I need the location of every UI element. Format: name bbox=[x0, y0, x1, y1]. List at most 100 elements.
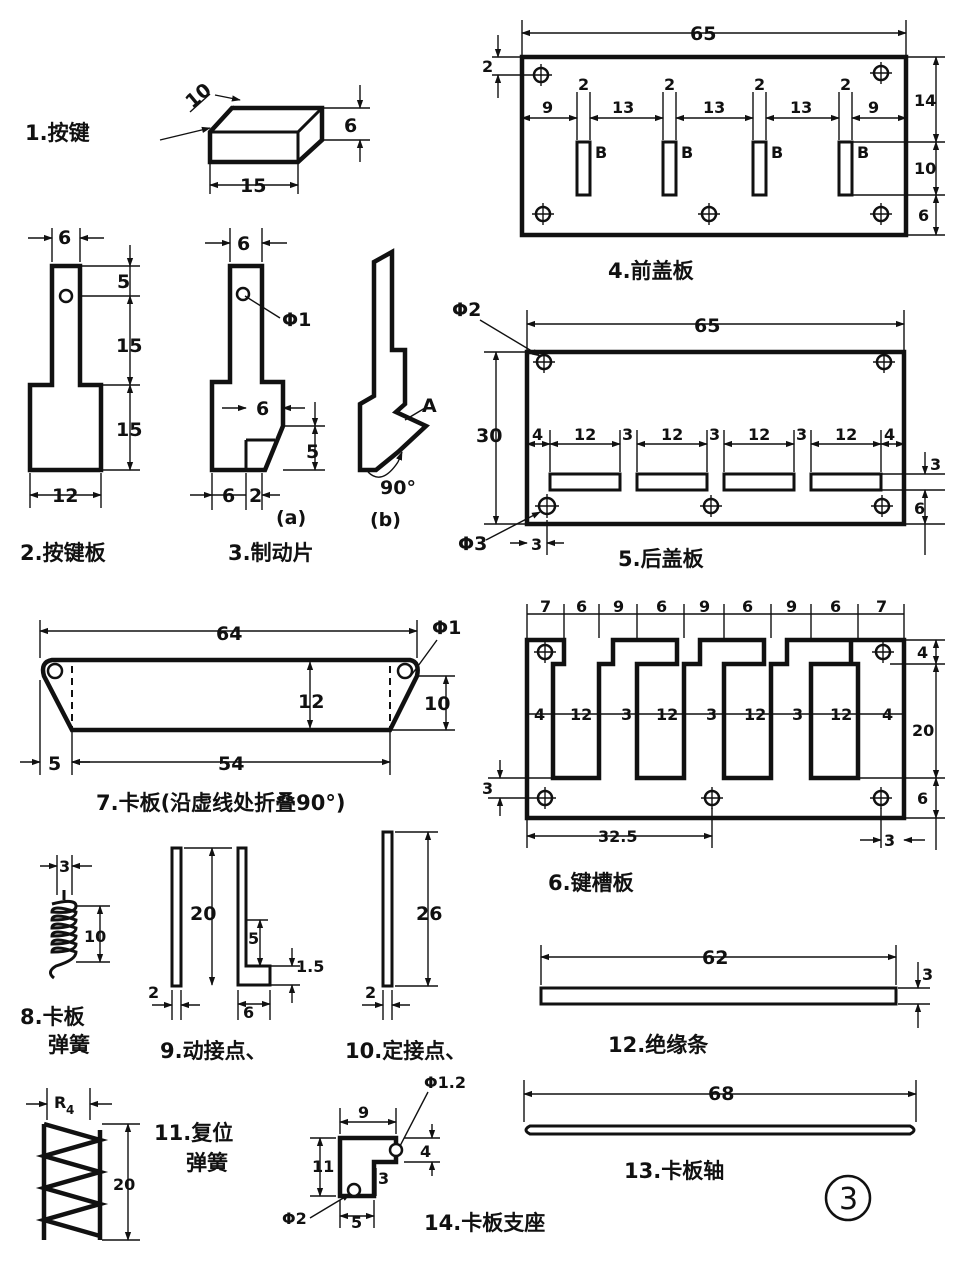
part11-caption-2: 弹簧 bbox=[186, 1151, 228, 1175]
part5-caption: 5.后盖板 bbox=[618, 547, 705, 571]
part6-top-dim-3: 9 bbox=[613, 597, 624, 616]
part-9-moving-contact: 20 5 1.5 2 6 9.动接点、 bbox=[148, 846, 324, 1063]
part7-dim-5: 5 bbox=[48, 753, 61, 775]
part4-dim-13b: 13 bbox=[703, 98, 725, 117]
part5-width-dim: 65 bbox=[694, 315, 720, 337]
part3-bottom-dim-6: 6 bbox=[222, 485, 235, 507]
part5-dim-3-right: 3 bbox=[930, 455, 941, 474]
part-5-back-cover: 65 Φ2 30 4 12 3 12 3 12 3 12 4 bbox=[452, 299, 945, 571]
part6-top-dim-1: 7 bbox=[540, 597, 551, 616]
part3-top-width-dim: 6 bbox=[237, 233, 250, 255]
part-3-brake-plate: 6 Φ1 6 5 6 2 (a) A 90° (b) 3.制动片 bbox=[190, 228, 437, 565]
part4-slot-width-2a: 2 bbox=[578, 75, 589, 94]
part5-dim-3b: 3 bbox=[709, 425, 720, 444]
part9-dim-6: 6 bbox=[243, 1003, 254, 1022]
part6-dim-4: 4 bbox=[917, 643, 928, 662]
part5-hole-dim-phi3: Φ3 bbox=[458, 533, 487, 555]
part-14-clamp-support: 9 Φ1.2 4 11 3 Φ2 5 14.卡板支座 bbox=[282, 1073, 545, 1235]
part7-hole-dim: Φ1 bbox=[432, 617, 461, 639]
part5-dim-3c: 3 bbox=[796, 425, 807, 444]
part3-dim-6: 6 bbox=[256, 398, 269, 420]
part-12-insulation-strip: 62 3 12.绝缘条 bbox=[539, 945, 933, 1057]
part4-slot-width-2d: 2 bbox=[840, 75, 851, 94]
part13-caption: 13.卡板轴 bbox=[624, 1159, 724, 1183]
part1-depth-dim: 10 bbox=[181, 79, 215, 113]
part1-height-dim: 6 bbox=[344, 115, 357, 137]
part11-dim-r: R bbox=[54, 1093, 66, 1112]
figure-number: 3 bbox=[839, 1182, 858, 1217]
part-8-clamp-spring: 3 10 8.卡板 弹簧 bbox=[20, 855, 110, 1057]
part-7-clamp-plate: 64 Φ1 12 10 5 54 7.卡板(沿虚线处折叠90°) bbox=[20, 617, 461, 815]
part3-label-b: (b) bbox=[370, 509, 401, 531]
part9-dim-2: 2 bbox=[148, 983, 159, 1002]
part14-caption: 14.卡板支座 bbox=[424, 1211, 545, 1235]
part12-caption: 12.绝缘条 bbox=[608, 1033, 709, 1057]
part8-caption-2: 弹簧 bbox=[48, 1033, 90, 1057]
part6-top-dim-7: 9 bbox=[786, 597, 797, 616]
part7-dim-12: 12 bbox=[298, 691, 324, 713]
part14-dim-5: 5 bbox=[351, 1213, 362, 1232]
part7-dim-10: 10 bbox=[424, 693, 450, 715]
part5-dim-4b: 4 bbox=[884, 425, 895, 444]
part-10-fixed-contact: 26 2 10.定接点、 bbox=[345, 830, 466, 1063]
part14-dim-4: 4 bbox=[420, 1142, 431, 1161]
part4-dim-2-left: 2 bbox=[482, 57, 493, 76]
part3-bottom-dim-2: 2 bbox=[249, 485, 262, 507]
part12-dim-3: 3 bbox=[922, 965, 933, 984]
part6-top-dim-5: 9 bbox=[699, 597, 710, 616]
part4-slot-b4: B bbox=[857, 143, 869, 162]
part14-dim-phi2: Φ2 bbox=[282, 1209, 307, 1228]
part14-dim-3: 3 bbox=[378, 1169, 389, 1188]
part6-mid-dim-2: 12 bbox=[570, 705, 592, 724]
part-2-key-plate: 6 5 15 15 12 2.按键板 bbox=[20, 227, 142, 565]
part-1-key: 10 6 15 1.按键 bbox=[25, 79, 370, 197]
part6-mid-dim-1: 4 bbox=[534, 705, 545, 724]
part6-caption: 6.键槽板 bbox=[548, 871, 635, 895]
part4-dim-10: 10 bbox=[914, 159, 936, 178]
part9-dim-5: 5 bbox=[248, 929, 259, 948]
part5-dim-12d: 12 bbox=[835, 425, 857, 444]
part4-slot-width-2b: 2 bbox=[664, 75, 675, 94]
part7-caption: 7.卡板(沿虚线处折叠90°) bbox=[96, 791, 346, 815]
part7-dim-54: 54 bbox=[218, 753, 244, 775]
part4-width-dim: 65 bbox=[690, 23, 716, 45]
part9-caption: 9.动接点、 bbox=[160, 1039, 267, 1063]
part6-mid-dim-7: 3 bbox=[792, 705, 803, 724]
figure-number-badge: 3 bbox=[824, 1174, 872, 1222]
part6-dim-20: 20 bbox=[912, 721, 934, 740]
part6-mid-dim-5: 3 bbox=[706, 705, 717, 724]
part6-top-dim-2: 6 bbox=[576, 597, 587, 616]
part3-dim-5: 5 bbox=[306, 441, 319, 463]
part3-label-a: (a) bbox=[276, 507, 306, 529]
part5-height-dim: 30 bbox=[476, 425, 502, 447]
part9-dim-1-5: 1.5 bbox=[296, 957, 324, 976]
part1-width-dim: 15 bbox=[240, 175, 266, 197]
part6-dim-6: 6 bbox=[917, 789, 928, 808]
part6-mid-dim-8: 12 bbox=[830, 705, 852, 724]
part13-dim-68: 68 bbox=[708, 1083, 734, 1105]
part10-caption: 10.定接点、 bbox=[345, 1039, 466, 1063]
part4-dim-14: 14 bbox=[914, 91, 936, 110]
part5-dim-12b: 12 bbox=[661, 425, 683, 444]
part4-dim-13c: 13 bbox=[790, 98, 812, 117]
part10-dim-26: 26 bbox=[416, 903, 442, 925]
part2-dim-15a: 15 bbox=[116, 335, 142, 357]
part2-dim-5: 5 bbox=[117, 271, 130, 293]
part6-dim-3-left: 3 bbox=[482, 779, 493, 798]
part5-dim-3-bottom: 3 bbox=[531, 535, 542, 554]
part8-dim-10: 10 bbox=[84, 927, 106, 946]
part6-top-dim-4: 6 bbox=[656, 597, 667, 616]
part14-dim-11: 11 bbox=[312, 1157, 334, 1176]
part4-caption: 4.前盖板 bbox=[608, 259, 695, 283]
part-11-reset-spring: R 4 20 11.复位 弹簧 bbox=[26, 1088, 233, 1241]
part11-dim-r-subscript: 4 bbox=[66, 1103, 74, 1117]
part-13-clamp-shaft: 68 13.卡板轴 bbox=[523, 1080, 917, 1183]
part2-top-width-dim: 6 bbox=[58, 227, 71, 249]
part6-mid-dim-6: 12 bbox=[744, 705, 766, 724]
part3-label-A: A bbox=[422, 395, 437, 417]
part6-top-dim-9: 7 bbox=[876, 597, 887, 616]
part1-caption: 1.按键 bbox=[25, 121, 90, 145]
part-4-front-cover: B B B B 65 2 9 13 13 13 9 2 2 2 bbox=[482, 20, 945, 283]
part5-dim-6: 6 bbox=[914, 499, 925, 518]
part9-dim-20: 20 bbox=[190, 903, 216, 925]
